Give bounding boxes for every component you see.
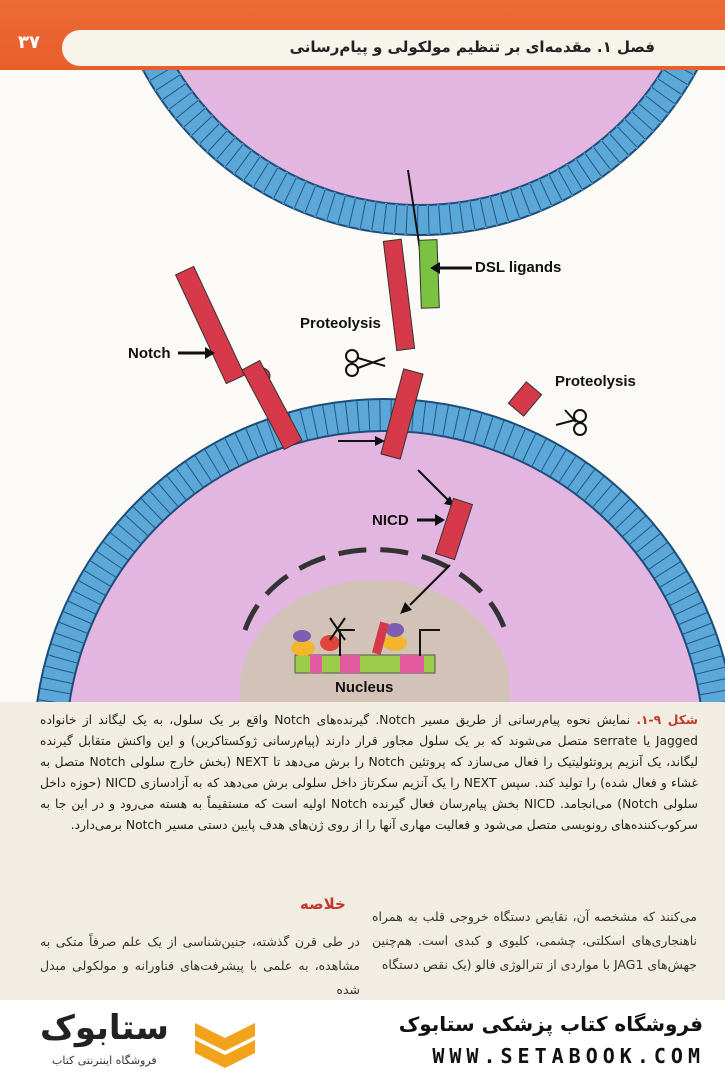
figure-caption: شکل ۹-۱. نمایش نحوه پیام‌رسانی از طریق م… bbox=[40, 710, 698, 836]
extracellular-fragment bbox=[507, 381, 543, 417]
footer-banner: فروشگاه کتاب پزشکی ستابوک WWW.SETABOOK.C… bbox=[0, 1000, 725, 1080]
scissors-icon bbox=[345, 349, 386, 377]
notch-arrowhead bbox=[205, 347, 215, 359]
notch-figure: Nucleus DSL ligands Notch Proteolysis Pr… bbox=[0, 70, 725, 702]
shop-name: فروشگاه کتاب پزشکی ستابوک bbox=[398, 1012, 703, 1036]
body-text-left: در طی قرن گذشته، جنین‌شناسی از یک علم صر… bbox=[40, 934, 360, 997]
notch-receptor bbox=[174, 265, 303, 451]
page-number: ۳۷ bbox=[18, 32, 40, 53]
arrow-to-nucleus bbox=[409, 564, 451, 606]
next-fragment bbox=[380, 368, 424, 460]
scissors-icon-right bbox=[555, 409, 587, 436]
caption-label: شکل ۹-۱. bbox=[636, 713, 698, 727]
dsl-label: DSL ligands bbox=[475, 259, 561, 276]
logo-text: ستابوک bbox=[40, 1008, 169, 1048]
proteolysis-top-label: Proteolysis bbox=[300, 315, 381, 332]
chapter-title: فصل ۱. مقدمه‌ای بر تنظیم مولکولی و پیام‌… bbox=[289, 38, 655, 56]
nicd-fragment bbox=[434, 497, 474, 561]
ligand-receptor-pair bbox=[382, 169, 440, 352]
logo-chevron-icon bbox=[195, 1023, 255, 1068]
arrowhead-to-nucleus bbox=[400, 602, 412, 614]
nicd-label: NICD bbox=[372, 512, 409, 529]
arrowhead-to-next bbox=[375, 436, 385, 446]
logo-subtitle: فروشگاه اینترنتی کتاب bbox=[52, 1054, 157, 1067]
dsl-arrowhead bbox=[430, 262, 440, 274]
summary-heading: خلاصه bbox=[300, 895, 346, 913]
nucleus bbox=[240, 547, 510, 702]
nicd-arrowhead bbox=[435, 514, 445, 526]
caption-text: نمایش نحوه پیام‌رسانی از طریق مسیر Notch… bbox=[40, 713, 699, 832]
proteolysis-right-label: Proteolysis bbox=[555, 373, 636, 390]
nucleus-label: Nucleus bbox=[335, 679, 393, 696]
body-text-right: می‌کنند که مشخصه آن، نقایص دستگاه خروجی … bbox=[372, 909, 697, 972]
header-bar bbox=[62, 30, 725, 66]
arrow-to-nicd bbox=[417, 469, 449, 501]
top-cell bbox=[141, 70, 699, 236]
bottom-cell bbox=[36, 398, 725, 702]
notch-label: Notch bbox=[128, 345, 171, 362]
website-link[interactable]: WWW.SETABOOK.COM bbox=[432, 1044, 705, 1068]
